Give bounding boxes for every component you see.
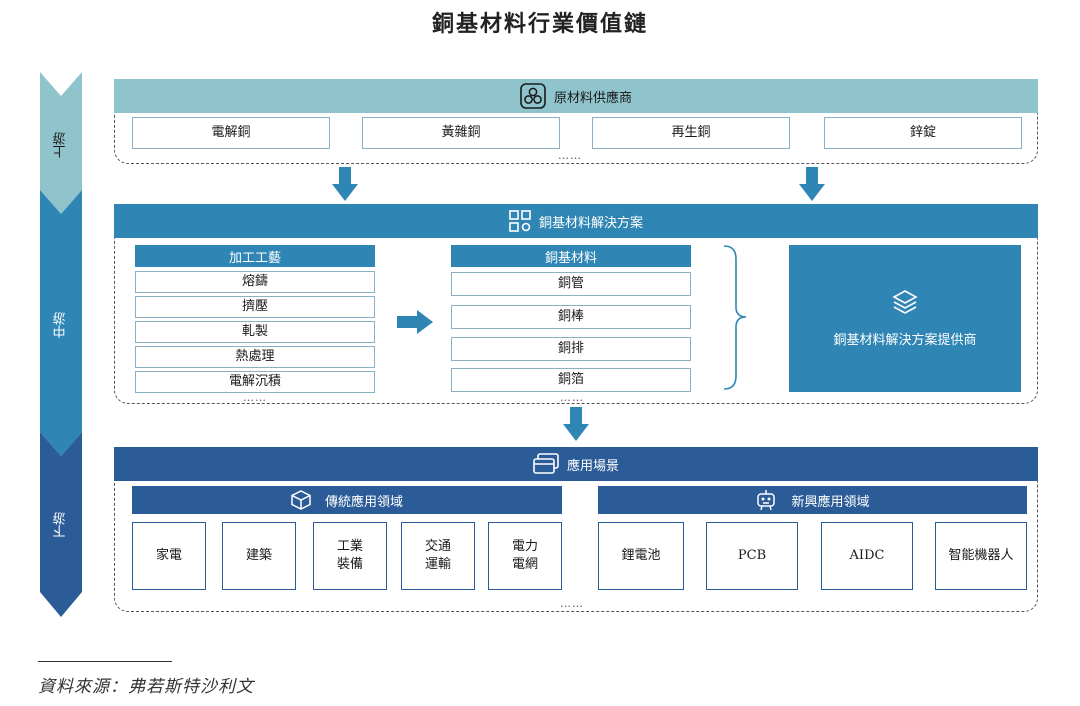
source-divider (38, 661, 172, 662)
process-title: 加工工藝 (135, 245, 375, 267)
emerging-item: PCB (706, 522, 798, 590)
upstream-item: 鋅錠 (824, 117, 1022, 149)
downstream-more: …… (560, 597, 584, 610)
material-item: 銅排 (451, 337, 691, 361)
source-note: 資料來源：弗若斯特沙利文 (38, 677, 254, 697)
upstream-item: 電解銅 (132, 117, 330, 149)
material-item: 銅棒 (451, 305, 691, 329)
layers-icon (892, 289, 918, 315)
right-arrow-icon (397, 310, 433, 334)
emerging-item: 鋰電池 (598, 522, 684, 590)
item-text: 裝備 (336, 557, 363, 572)
down-arrow-icon (563, 407, 589, 441)
traditional-item: 工業 裝備 (313, 522, 387, 590)
upstream-header: 原材料供應商 (114, 79, 1038, 113)
item-text: 工業 (336, 539, 363, 555)
brace-shape (723, 245, 747, 390)
card-icon (533, 453, 559, 475)
item-text: 運輸 (424, 557, 451, 572)
emerging-item: AIDC (821, 522, 913, 590)
item-text: 交通 (424, 539, 451, 555)
process-item: 熔鑄 (135, 271, 375, 293)
qr-code-icon (509, 210, 531, 232)
process-item: 擠壓 (135, 296, 375, 318)
item-text: 建築 (245, 548, 272, 564)
item-text: 電力 (511, 539, 538, 555)
item-text: 家電 (155, 548, 182, 564)
stage-midstream-label: 中游 (53, 312, 69, 338)
upstream-item: 黃雜銅 (362, 117, 560, 149)
stage-upstream-label: 上游 (53, 132, 69, 158)
material-item: 銅箔 (451, 368, 691, 392)
stage-midstream-shape (40, 190, 82, 456)
provider-label: 銅基材料解決方案提供商 (833, 333, 977, 348)
midstream-header-label: 銅基材料解決方案 (538, 215, 643, 231)
upstream-header-label: 原材料供應商 (553, 90, 632, 106)
downstream-header: 應用場景 (114, 447, 1038, 481)
traditional-item: 電力 電網 (488, 522, 562, 590)
traditional-item: 家電 (132, 522, 206, 590)
stage-downstream-label: 下游 (53, 512, 69, 538)
materials-more: …… (560, 391, 584, 404)
emerging-title: 新興應用領域 (791, 494, 870, 510)
stage-arrow (40, 72, 82, 617)
upstream-more: …… (558, 149, 582, 162)
down-arrow-icon (332, 167, 358, 201)
traditional-item: 建築 (222, 522, 296, 590)
emerging-title-bar: 新興應用領域 (598, 486, 1027, 514)
traditional-item: 交通 運輸 (401, 522, 475, 590)
traditional-title-bar: 傳統應用領域 (132, 486, 562, 514)
provider-box: 銅基材料解決方案提供商 (789, 245, 1021, 392)
down-arrow-icon (799, 167, 825, 201)
page-title: 銅基材料行業價值鏈 (431, 12, 648, 37)
material-item: 銅管 (451, 272, 691, 296)
downstream-header-label: 應用場景 (566, 458, 619, 474)
process-item: 電解沉積 (135, 371, 375, 393)
process-more: …… (243, 391, 267, 404)
emerging-item: 智能機器人 (935, 522, 1027, 590)
traditional-title: 傳統應用領域 (324, 494, 403, 510)
stage-upstream-shape (40, 72, 82, 214)
raw-material-icon (520, 83, 546, 109)
item-text: 電網 (511, 557, 538, 572)
stage-downstream-shape (40, 432, 82, 617)
robot-icon (755, 490, 777, 510)
box-icon (291, 490, 311, 510)
process-item: 熱處理 (135, 346, 375, 368)
process-item: 軋製 (135, 321, 375, 343)
materials-title: 銅基材料 (451, 245, 691, 267)
midstream-header: 銅基材料解決方案 (114, 204, 1038, 238)
upstream-item: 再生銅 (592, 117, 790, 149)
